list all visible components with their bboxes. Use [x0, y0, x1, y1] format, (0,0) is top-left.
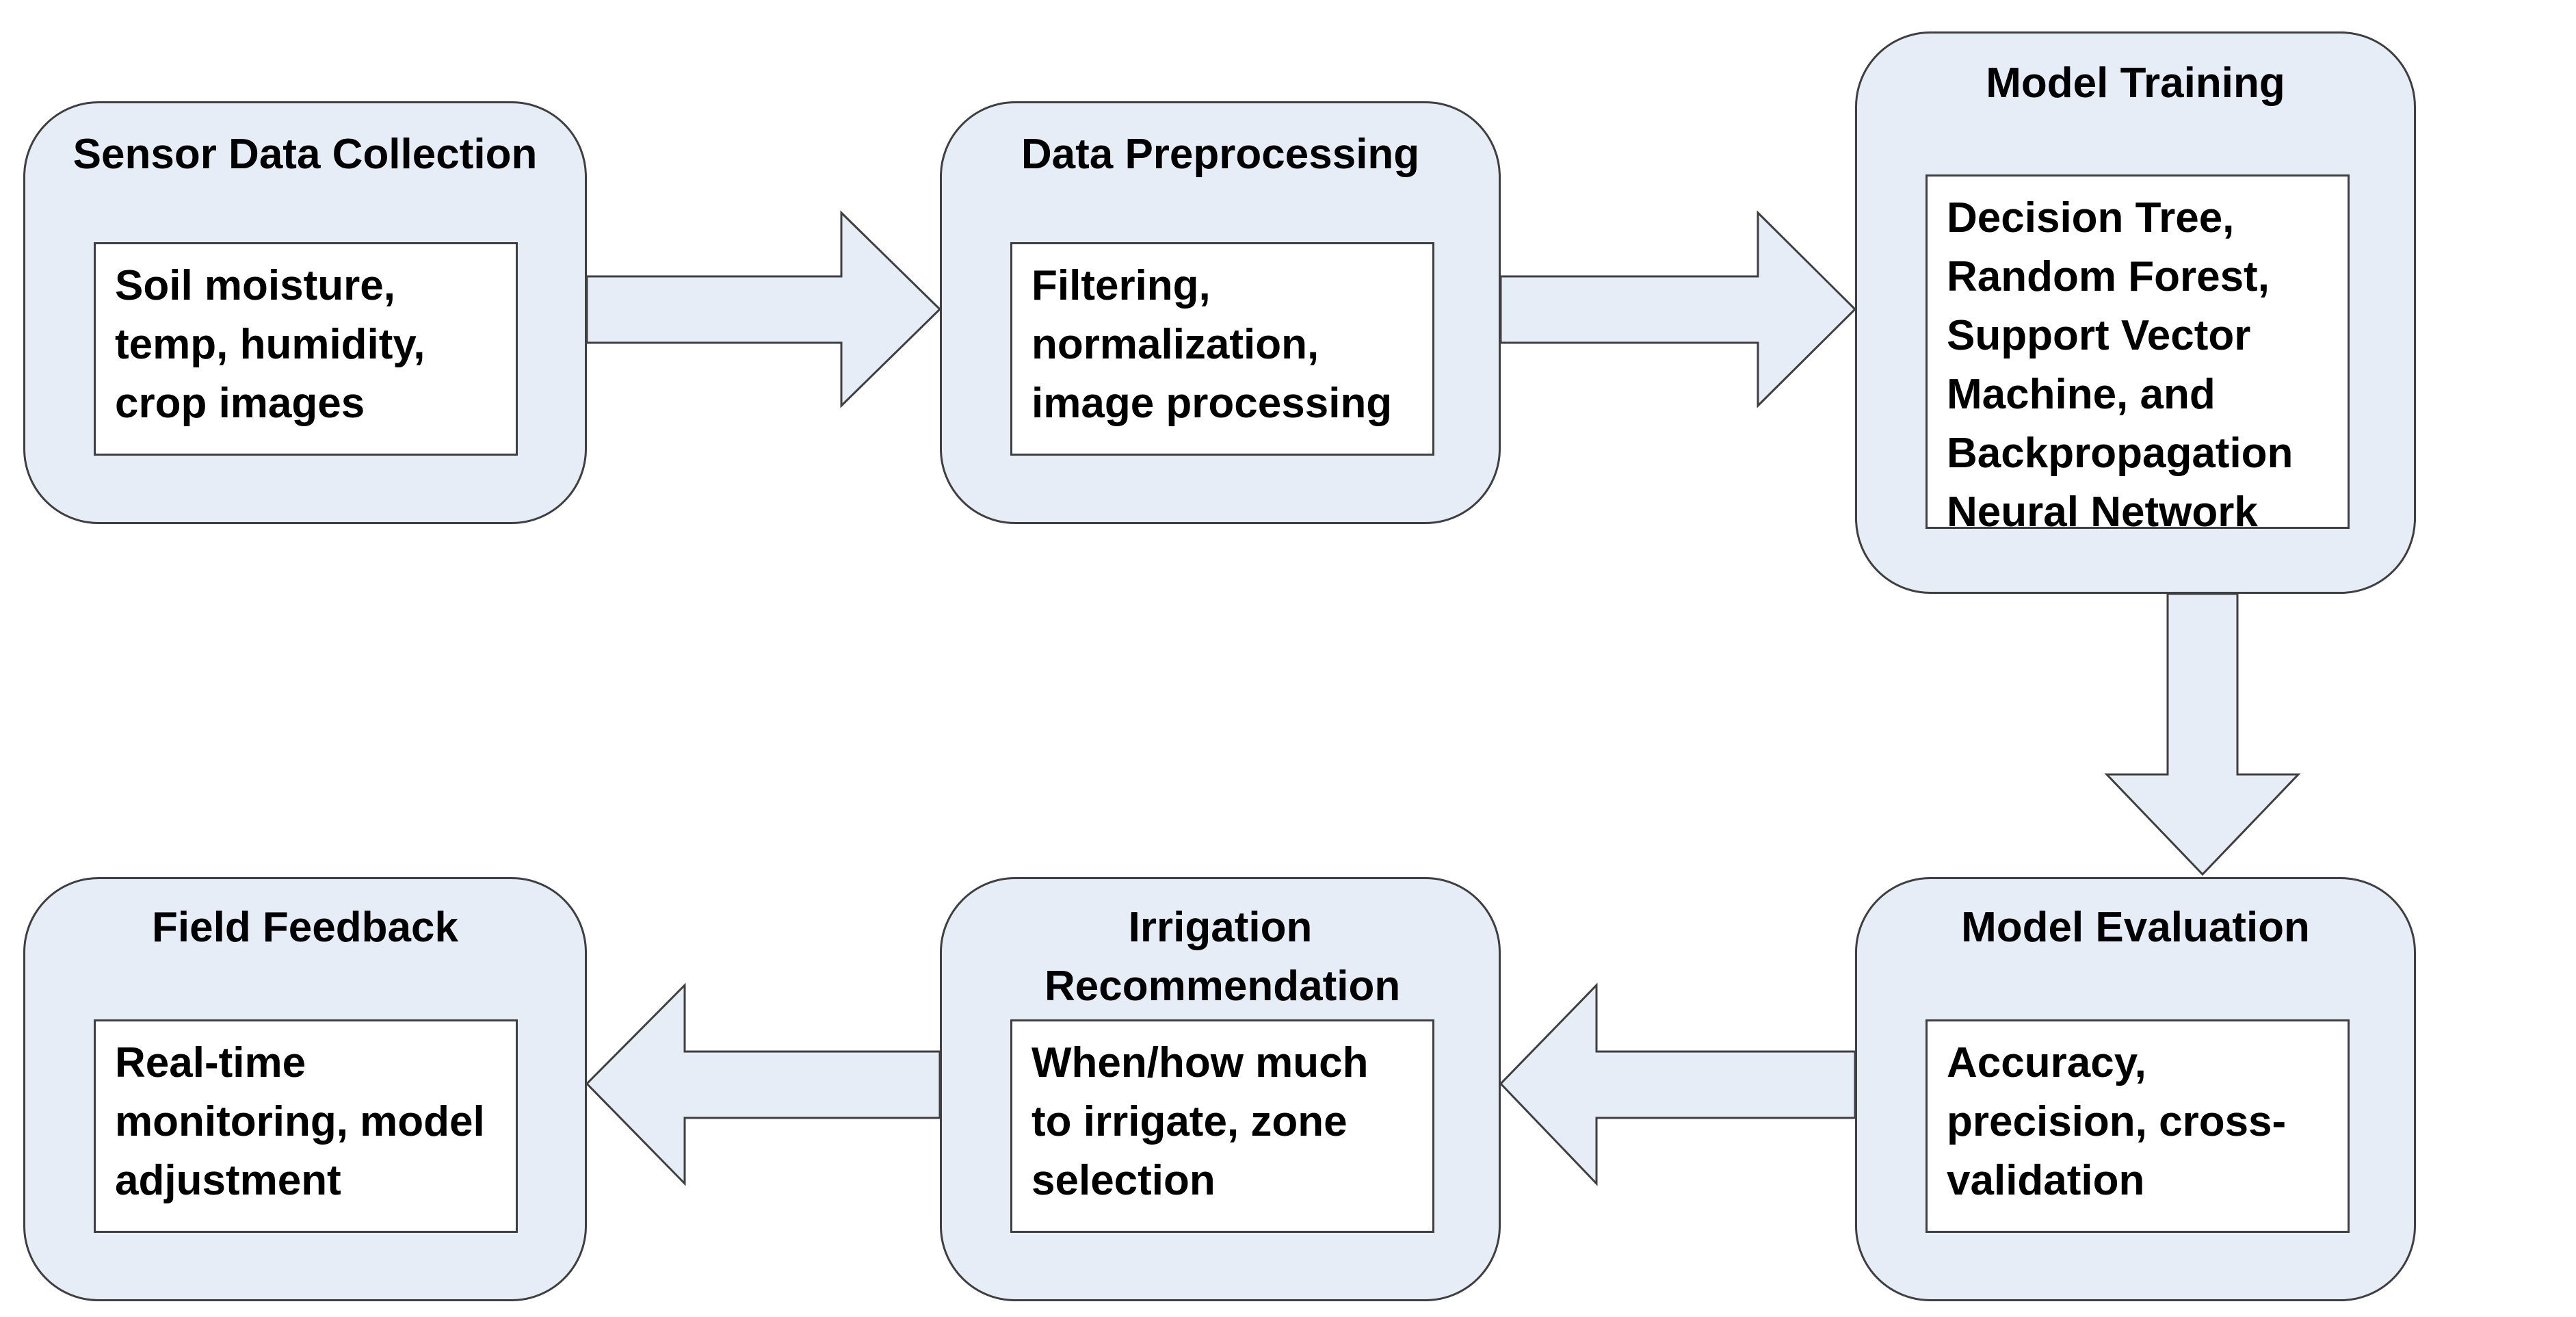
arrow-sensor-to-preprocessing [586, 210, 942, 408]
stage-title: Field Feedback [152, 904, 458, 951]
stage-data-preprocessing: Data Preprocessing Filtering, normalizat… [940, 101, 1501, 524]
stage-detail: Accuracy, precision, cross-validation [1926, 1019, 2350, 1233]
stage-title: Model Evaluation [1961, 904, 2310, 951]
stage-irrigation-recommendation: Irrigation Recommendation When/how much … [940, 877, 1501, 1301]
stage-detail: Real-time monitoring, model adjustment [94, 1019, 518, 1233]
arrow-evaluation-to-irrigation [1499, 982, 1856, 1186]
stage-field-feedback: Field Feedback Real-time monitoring, mod… [23, 877, 587, 1301]
arrow-preprocessing-to-training [1499, 210, 1857, 408]
stage-detail: Decision Tree, Random Forest, Support Ve… [1926, 174, 2350, 536]
stage-title: Sensor Data Collection [73, 131, 538, 178]
stage-detail: Filtering, normalization, image processi… [1010, 242, 1434, 456]
stage-detail: When/how much to irrigate, zone selectio… [1010, 1019, 1434, 1233]
stage-model-training: Model Training Decision Tree, Random For… [1855, 31, 2416, 594]
arrow-training-to-evaluation [2104, 592, 2301, 876]
stage-title: Model Training [1986, 60, 2285, 107]
stage-title: Irrigation Recommendation [1044, 904, 1401, 1010]
stage-sensor-data-collection: Sensor Data Collection Soil moisture, te… [23, 101, 587, 524]
stage-model-evaluation: Model Evaluation Accuracy, precision, cr… [1855, 877, 2416, 1301]
stage-title: Data Preprocessing [1021, 131, 1420, 178]
arrow-irrigation-to-feedback [585, 982, 941, 1186]
stage-detail: Soil moisture, temp, humidity, crop imag… [94, 242, 518, 456]
